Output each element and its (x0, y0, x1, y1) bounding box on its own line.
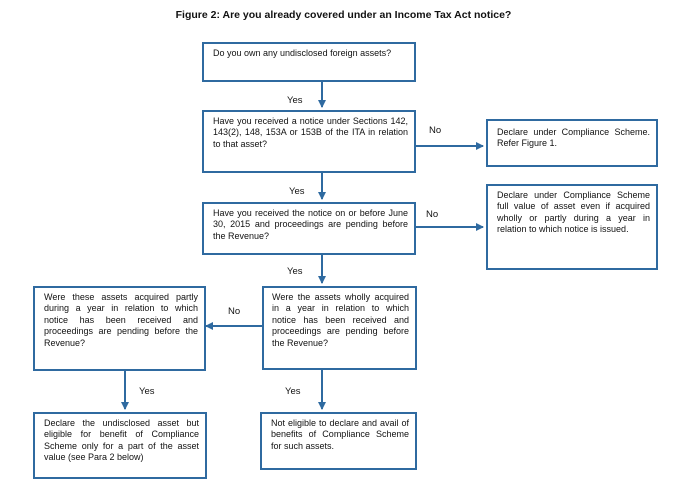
question-box-undisclosed-assets: Do you own any undisclosed foreign asset… (202, 42, 416, 82)
question-box-notice-received: Have you received a notice under Section… (202, 110, 416, 173)
label-yes-4: Yes (139, 386, 155, 397)
label-yes-5: Yes (285, 386, 301, 397)
result-box-partial-benefit: Declare the undisclosed asset but eligib… (33, 412, 207, 479)
question-box-notice-date: Have you received the notice on or befor… (202, 202, 416, 255)
result-box-refer-figure-1: Declare under Compliance Scheme. Refer F… (486, 119, 658, 167)
question-box-wholly-acquired: Were the assets wholly acquired in a yea… (262, 286, 417, 370)
label-no-2: No (426, 209, 439, 220)
label-no-1: No (429, 125, 442, 136)
label-yes-3: Yes (287, 266, 303, 277)
question-box-partly-acquired: Were these assets acquired partly during… (33, 286, 206, 371)
label-no-3: No (228, 306, 241, 317)
label-yes-1: Yes (287, 95, 303, 106)
result-box-not-eligible: Not eligible to declare and avail of ben… (260, 412, 417, 470)
result-box-full-value: Declare under Compliance Scheme full val… (486, 184, 658, 270)
figure-title: Figure 2: Are you already covered under … (175, 9, 512, 21)
label-yes-2: Yes (289, 186, 305, 197)
